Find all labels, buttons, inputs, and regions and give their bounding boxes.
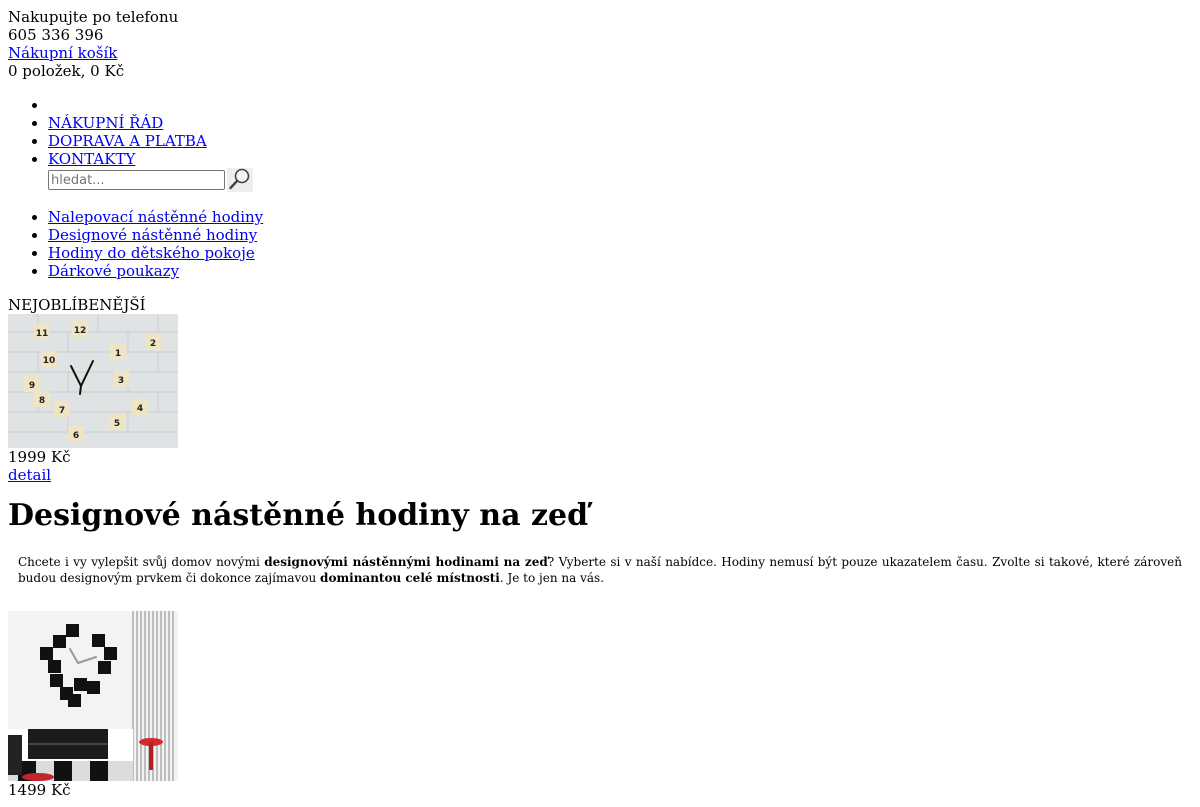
svg-text:11: 11: [36, 329, 49, 339]
cart-link[interactable]: Nákupní košík: [8, 44, 118, 62]
category-link-designove[interactable]: Designové nástěnné hodiny: [48, 226, 258, 244]
phone-label: Nakupujte po telefonu: [8, 8, 179, 26]
product-image[interactable]: [8, 611, 178, 781]
category-item: Nalepovací nástěnné hodiny: [48, 208, 1192, 226]
magnifier-icon: [228, 167, 252, 194]
intro-part-3: . Je to jen na vás.: [499, 571, 605, 585]
category-item: Hodiny do dětského pokoje: [48, 244, 1192, 262]
menu-item-kontakty: KONTAKTY: [48, 150, 1192, 168]
category-list: Nalepovací nástěnné hodiny Designové nás…: [8, 208, 1192, 280]
featured-detail-link[interactable]: detail: [8, 466, 52, 484]
svg-text:8: 8: [39, 396, 45, 406]
menu-link-nakupni-rad[interactable]: NÁKUPNÍ ŘÁD: [48, 114, 164, 132]
search-button[interactable]: [227, 168, 253, 192]
featured-product-image[interactable]: 11 12 1 2 3 4 5 6 7 8 9 10: [8, 314, 178, 448]
search-input[interactable]: [48, 170, 225, 190]
featured-price: 1999 Kč: [8, 448, 71, 466]
svg-text:10: 10: [43, 356, 56, 366]
menu-link-kontakty[interactable]: KONTAKTY: [48, 150, 136, 168]
search-form: [48, 168, 1192, 192]
cart-summary: 0 položek, 0 Kč: [8, 62, 125, 80]
category-item: Dárkové poukazy: [48, 262, 1192, 280]
intro-part-1: Chcete i vy vylepšit svůj domov novými: [18, 555, 265, 569]
category-item: Designové nástěnné hodiny: [48, 226, 1192, 244]
svg-text:1: 1: [115, 349, 121, 359]
svg-text:2: 2: [150, 339, 156, 349]
svg-text:4: 4: [137, 404, 143, 414]
intro-bold-1: designovými nástěnnými hodinami na zeď: [264, 555, 548, 569]
product-price: 1499 Kč: [8, 781, 71, 799]
category-link-detske[interactable]: Hodiny do dětského pokoje: [48, 244, 255, 262]
intro-part-2: ? Vyberte si v naší nabídce. Hodiny nemu…: [18, 555, 1182, 585]
intro-text: Chcete i vy vylepšit svůj domov novými d…: [18, 554, 1182, 586]
featured-label: NEJOBLÍBENĚJŠÍ: [8, 296, 146, 314]
menu-link-doprava[interactable]: DOPRAVA A PLATBA: [48, 132, 207, 150]
svg-text:7: 7: [59, 406, 65, 416]
menu-item-empty: [48, 96, 1192, 114]
top-menu: NÁKUPNÍ ŘÁD DOPRAVA A PLATBA KONTAKTY: [8, 96, 1192, 192]
menu-item-doprava: DOPRAVA A PLATBA: [48, 132, 1192, 150]
page-title: Designové nástěnné hodiny na zeď: [8, 498, 589, 533]
svg-text:9: 9: [29, 381, 35, 391]
intro-bold-2: dominantou celé místnosti: [320, 571, 500, 585]
phone-number: 605 336 396: [8, 26, 104, 44]
svg-text:6: 6: [73, 431, 79, 441]
svg-text:3: 3: [118, 376, 124, 386]
svg-text:12: 12: [74, 326, 87, 336]
category-link-nalepovaci[interactable]: Nalepovací nástěnné hodiny: [48, 208, 264, 226]
svg-text:5: 5: [114, 419, 120, 429]
menu-item-nakupni-rad: NÁKUPNÍ ŘÁD: [48, 114, 1192, 132]
category-link-poukazy[interactable]: Dárkové poukazy: [48, 262, 180, 280]
